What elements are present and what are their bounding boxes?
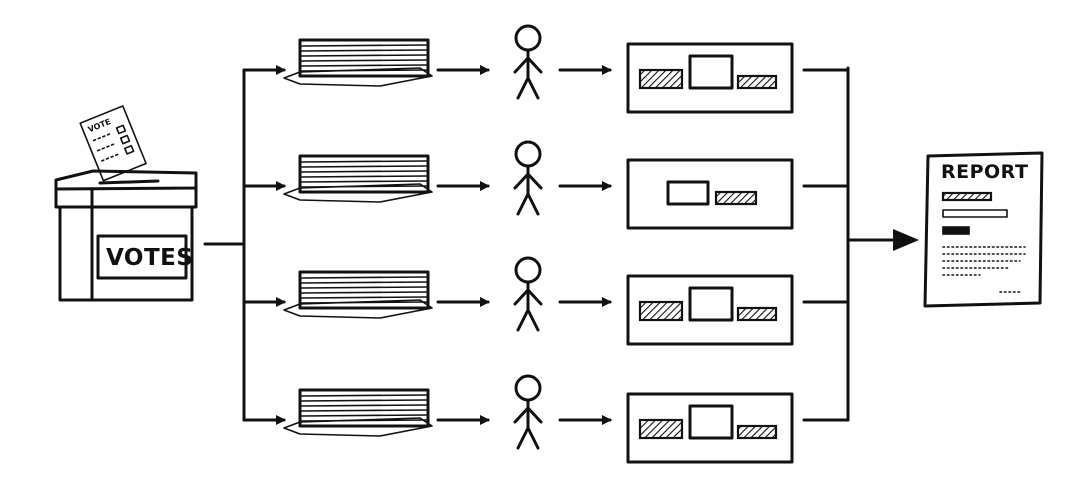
tally-bar-outline (666, 180, 710, 206)
ballot-stack (283, 270, 433, 319)
tally-bar-hatched (736, 74, 778, 90)
tally-sheet (626, 42, 794, 114)
person-icon (513, 140, 543, 216)
tally-bar-hatched (638, 68, 684, 90)
counting-row (242, 140, 850, 230)
counting-row (242, 24, 850, 114)
tally-bar-outline (688, 54, 734, 90)
ballot-paper: VOTE (79, 105, 147, 182)
report-bar-hatched (941, 191, 993, 202)
person-icon (513, 24, 543, 100)
person-icon (513, 374, 543, 450)
tally-bar-hatched (736, 424, 778, 440)
counting-row (242, 374, 850, 464)
report-text-lines (942, 246, 1026, 293)
report-bar-outline (942, 209, 1008, 218)
report-bar-solid (942, 226, 970, 235)
counting-rows (242, 24, 850, 464)
ballot-stack (283, 38, 433, 87)
tally-bar-hatched (736, 306, 778, 322)
tally-sheet (626, 158, 794, 230)
person-icon (513, 256, 543, 332)
ballot-stack (283, 154, 433, 203)
tally-bar-outline (688, 286, 734, 322)
report-document: REPORT (923, 151, 1044, 308)
report-title: REPORT (941, 161, 1028, 183)
ballot-box-label: VOTES (106, 245, 193, 271)
ballot-box: VOTE VOTES (54, 105, 198, 302)
tally-bar-hatched (638, 418, 684, 440)
counting-row (242, 256, 850, 346)
tally-sheet (626, 274, 794, 346)
tally-bar-hatched (638, 300, 684, 322)
tally-bar-outline (688, 404, 734, 440)
ballot-stack (283, 388, 433, 437)
tally-bar-hatched (714, 190, 758, 206)
tally-sheet (626, 392, 794, 464)
